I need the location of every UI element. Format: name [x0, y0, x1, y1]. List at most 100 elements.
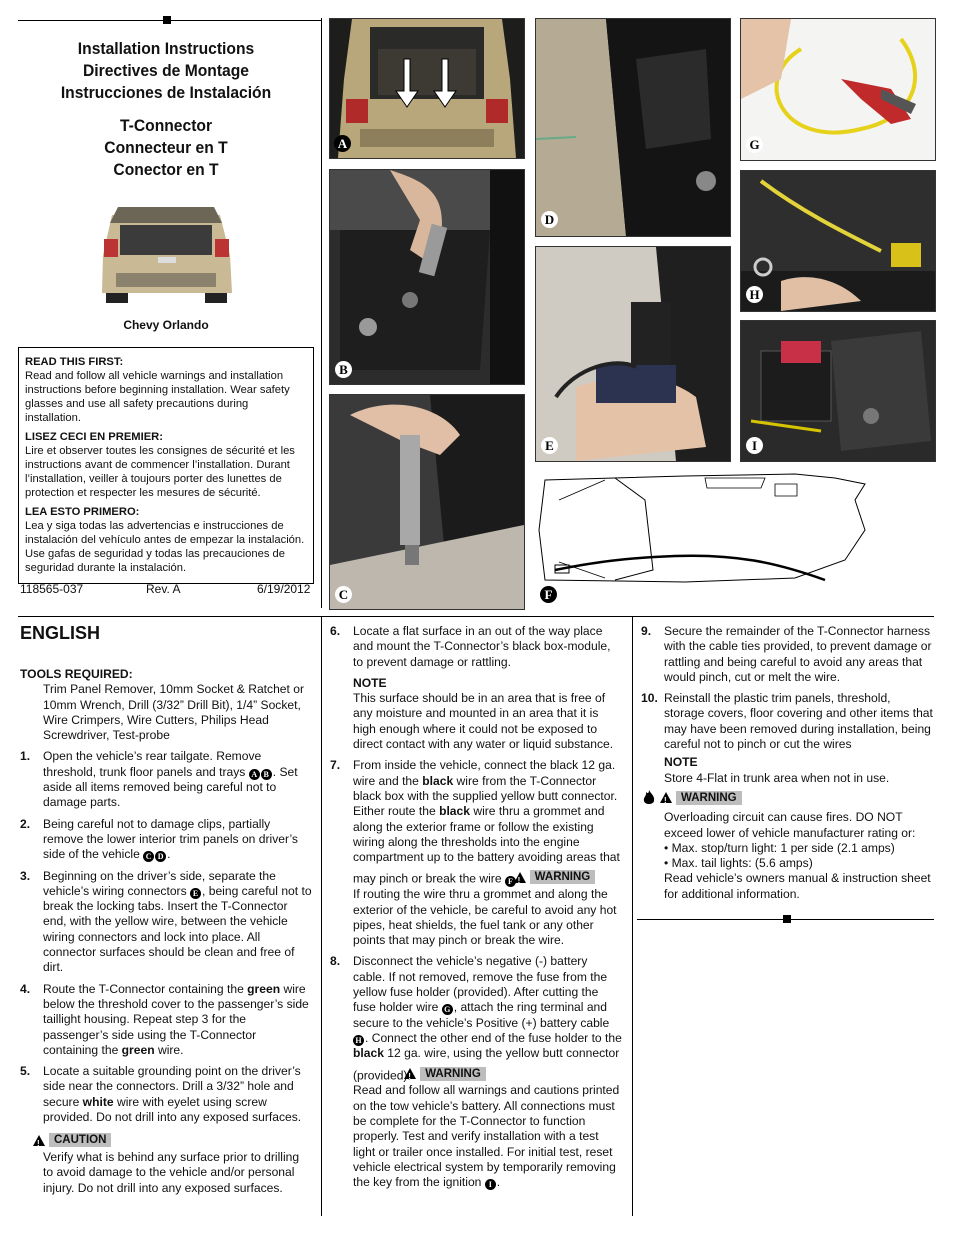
figure-a-photo: A [329, 18, 525, 159]
part-number: 118565-037 [20, 582, 84, 596]
step-4: 4. Route the T-Connector containing the … [20, 982, 312, 1058]
step-8-text-end: 12 ga. wire, using the yellow butt conne… [353, 1046, 620, 1083]
date: 6/19/2012 [257, 582, 311, 596]
step-7-black-1: black [422, 773, 454, 788]
product-line-es: Conector en T [113, 160, 219, 179]
step-2-text: Being careful not to damage clips, parti… [43, 816, 298, 862]
safety-heading-es: LEA ESTO PRIMERO: [25, 506, 140, 518]
english-heading: ENGLISH [20, 623, 101, 643]
step-9-text: Secure the remainder of the T-Connector … [664, 624, 932, 684]
step-6-text: Locate a flat surface in an out of the w… [353, 624, 611, 669]
warning-7-text: If routing the wire thru a grommet and a… [353, 887, 617, 948]
step-8: 8. Disconnect the vehicle’s negative (-)… [330, 954, 622, 1191]
step-10-number: 10. [641, 691, 658, 706]
figure-d-photo: D [535, 18, 731, 237]
title-line-en: Installation Instructions [77, 39, 255, 58]
warning-8-label: WARNING [420, 1066, 486, 1081]
ref-a-icon: A [248, 768, 260, 780]
step-2: 2. Being careful not to damage clips, pa… [20, 817, 312, 863]
ref-h-icon: H [353, 1034, 364, 1046]
fire-bullet-1: • Max. stop/turn light: 1 per side (2.1 … [664, 840, 895, 855]
ref-c-icon: C [143, 851, 155, 863]
product-line-en: T-Connector [119, 116, 213, 135]
tools-heading: TOOLS REQUIRED: [20, 667, 133, 681]
column-3: 9. Secure the remainder of the T-Connect… [641, 624, 934, 908]
safety-text-en: Read and follow all vehicle warnings and… [25, 370, 290, 424]
step-10-text: Reinstall the plastic trim panels, thres… [664, 691, 933, 752]
step-4-green-1: green [247, 981, 281, 996]
step-4-text-mid: wire below the threshold cover to the pa… [43, 981, 309, 1057]
step-9-number: 9. [641, 624, 652, 638]
middle-rule [18, 616, 934, 617]
step-3-text-end: , being careful not to break the locking… [43, 883, 312, 975]
step-9: 9. Secure the remainder of the T-Connect… [641, 624, 934, 685]
ref-b-icon: B [260, 768, 272, 780]
step-5: 5. Locate a suitable grounding point on … [20, 1064, 312, 1125]
step-7: 7. From inside the vehicle, connect the … [330, 758, 622, 948]
step-3: 3. Beginning on the driver’s side, separ… [20, 869, 312, 976]
figure-e-photo: E [535, 246, 731, 462]
note-10-text: Store 4-Flat in trunk area when not in u… [664, 770, 890, 785]
revision: Rev. A [146, 582, 181, 596]
fire-icon [642, 789, 656, 806]
step-5-number: 5. [20, 1064, 31, 1079]
ref-d-icon: D [155, 851, 167, 863]
step-8-text-mid2: . Connect the other end of the fuse hold… [365, 1030, 622, 1045]
figure-c-photo: C [329, 394, 525, 610]
column-divider-1 [321, 616, 322, 1216]
step-7-text: From inside the vehicle, connect the bla… [353, 758, 616, 788]
figure-b-tag: B [335, 361, 352, 378]
figure-h-tag: H [746, 286, 763, 303]
ref-f-icon: F [504, 875, 516, 887]
step-7-text-mid: wire from the T-Connector black box with… [353, 773, 618, 819]
figure-d-tag: D [541, 211, 558, 228]
figure-f-diagram: F [535, 470, 935, 610]
title-block: Installation Instructions Directives de … [18, 38, 314, 181]
column-1: TOOLS REQUIRED: Trim Panel Remover, 10mm… [20, 667, 312, 1196]
warning-8-text-main: Read and follow all warnings and caution… [353, 1083, 620, 1190]
safety-heading-en: READ THIS FIRST: [25, 356, 124, 368]
top-rule [18, 20, 321, 21]
step-4-text: Route the T-Connector containing the [43, 981, 248, 996]
fire-warning-text: Overloading circuit can cause fires. DO … [664, 810, 916, 840]
safety-text-fr: Lire et observer toutes les consignes de… [25, 445, 295, 499]
title-line-es: Instrucciones de Instalación [60, 83, 272, 102]
tools-text: Trim Panel Remover, 10mm Socket & Ratche… [43, 682, 305, 743]
ref-g-icon: G [441, 1004, 453, 1016]
step-7-black-2: black [439, 804, 470, 819]
step-2-number: 2. [20, 816, 31, 831]
step-7-text-end: wire thru a grommet and along the exteri… [353, 804, 620, 886]
vehicle-caption: Chevy Orlando [123, 318, 209, 332]
figure-c-tag: C [335, 586, 352, 603]
step-2-text-end: . [167, 847, 171, 862]
note-6-text: This surface should be in an area that i… [353, 691, 614, 752]
safety-heading-fr: LISEZ CECI EN PREMIER: [25, 431, 163, 443]
step-4-text-end: wire. [154, 1042, 184, 1057]
caution-label: CAUTION [49, 1133, 112, 1148]
product-line-fr: Connecteur en T [104, 138, 228, 157]
step-4-number: 4. [20, 981, 31, 996]
figure-b-photo: B [329, 169, 525, 385]
step-6: 6. Locate a flat surface in an out of th… [330, 624, 622, 752]
step-8-number: 8. [330, 954, 341, 969]
step-1-number: 1. [20, 749, 31, 764]
step-5-white: white [82, 1094, 114, 1109]
vehicle-photo [98, 195, 235, 307]
step-8-black: black [353, 1046, 384, 1061]
figure-h-photo: H [740, 170, 936, 312]
warning-7-label: WARNING [529, 870, 596, 885]
figure-a-tag: A [334, 135, 351, 152]
step-4-green-2: green [121, 1042, 155, 1057]
step-1: 1. Open the vehicle’s rear tailgate. Rem… [20, 749, 312, 810]
ref-e-icon: E [190, 887, 201, 899]
note-6-label: NOTE [353, 675, 387, 690]
warning-icon [513, 871, 526, 888]
step-8-text: Disconnect the vehicle’s negative (-) ba… [353, 954, 608, 1015]
figure-g-photo: G [740, 18, 936, 161]
step-8-text-mid: , attach the ring terminal and secure to… [353, 1000, 610, 1030]
fire-bullet-2: • Max. tail lights: (5.6 amps) [664, 856, 813, 871]
figure-f-tag: F [540, 586, 557, 603]
step-1-text-end: . Set aside all items removed being care… [43, 764, 298, 810]
step-6-number: 6. [330, 624, 341, 638]
safety-text-es: Lea y siga todas las advertencias e inst… [25, 520, 305, 574]
